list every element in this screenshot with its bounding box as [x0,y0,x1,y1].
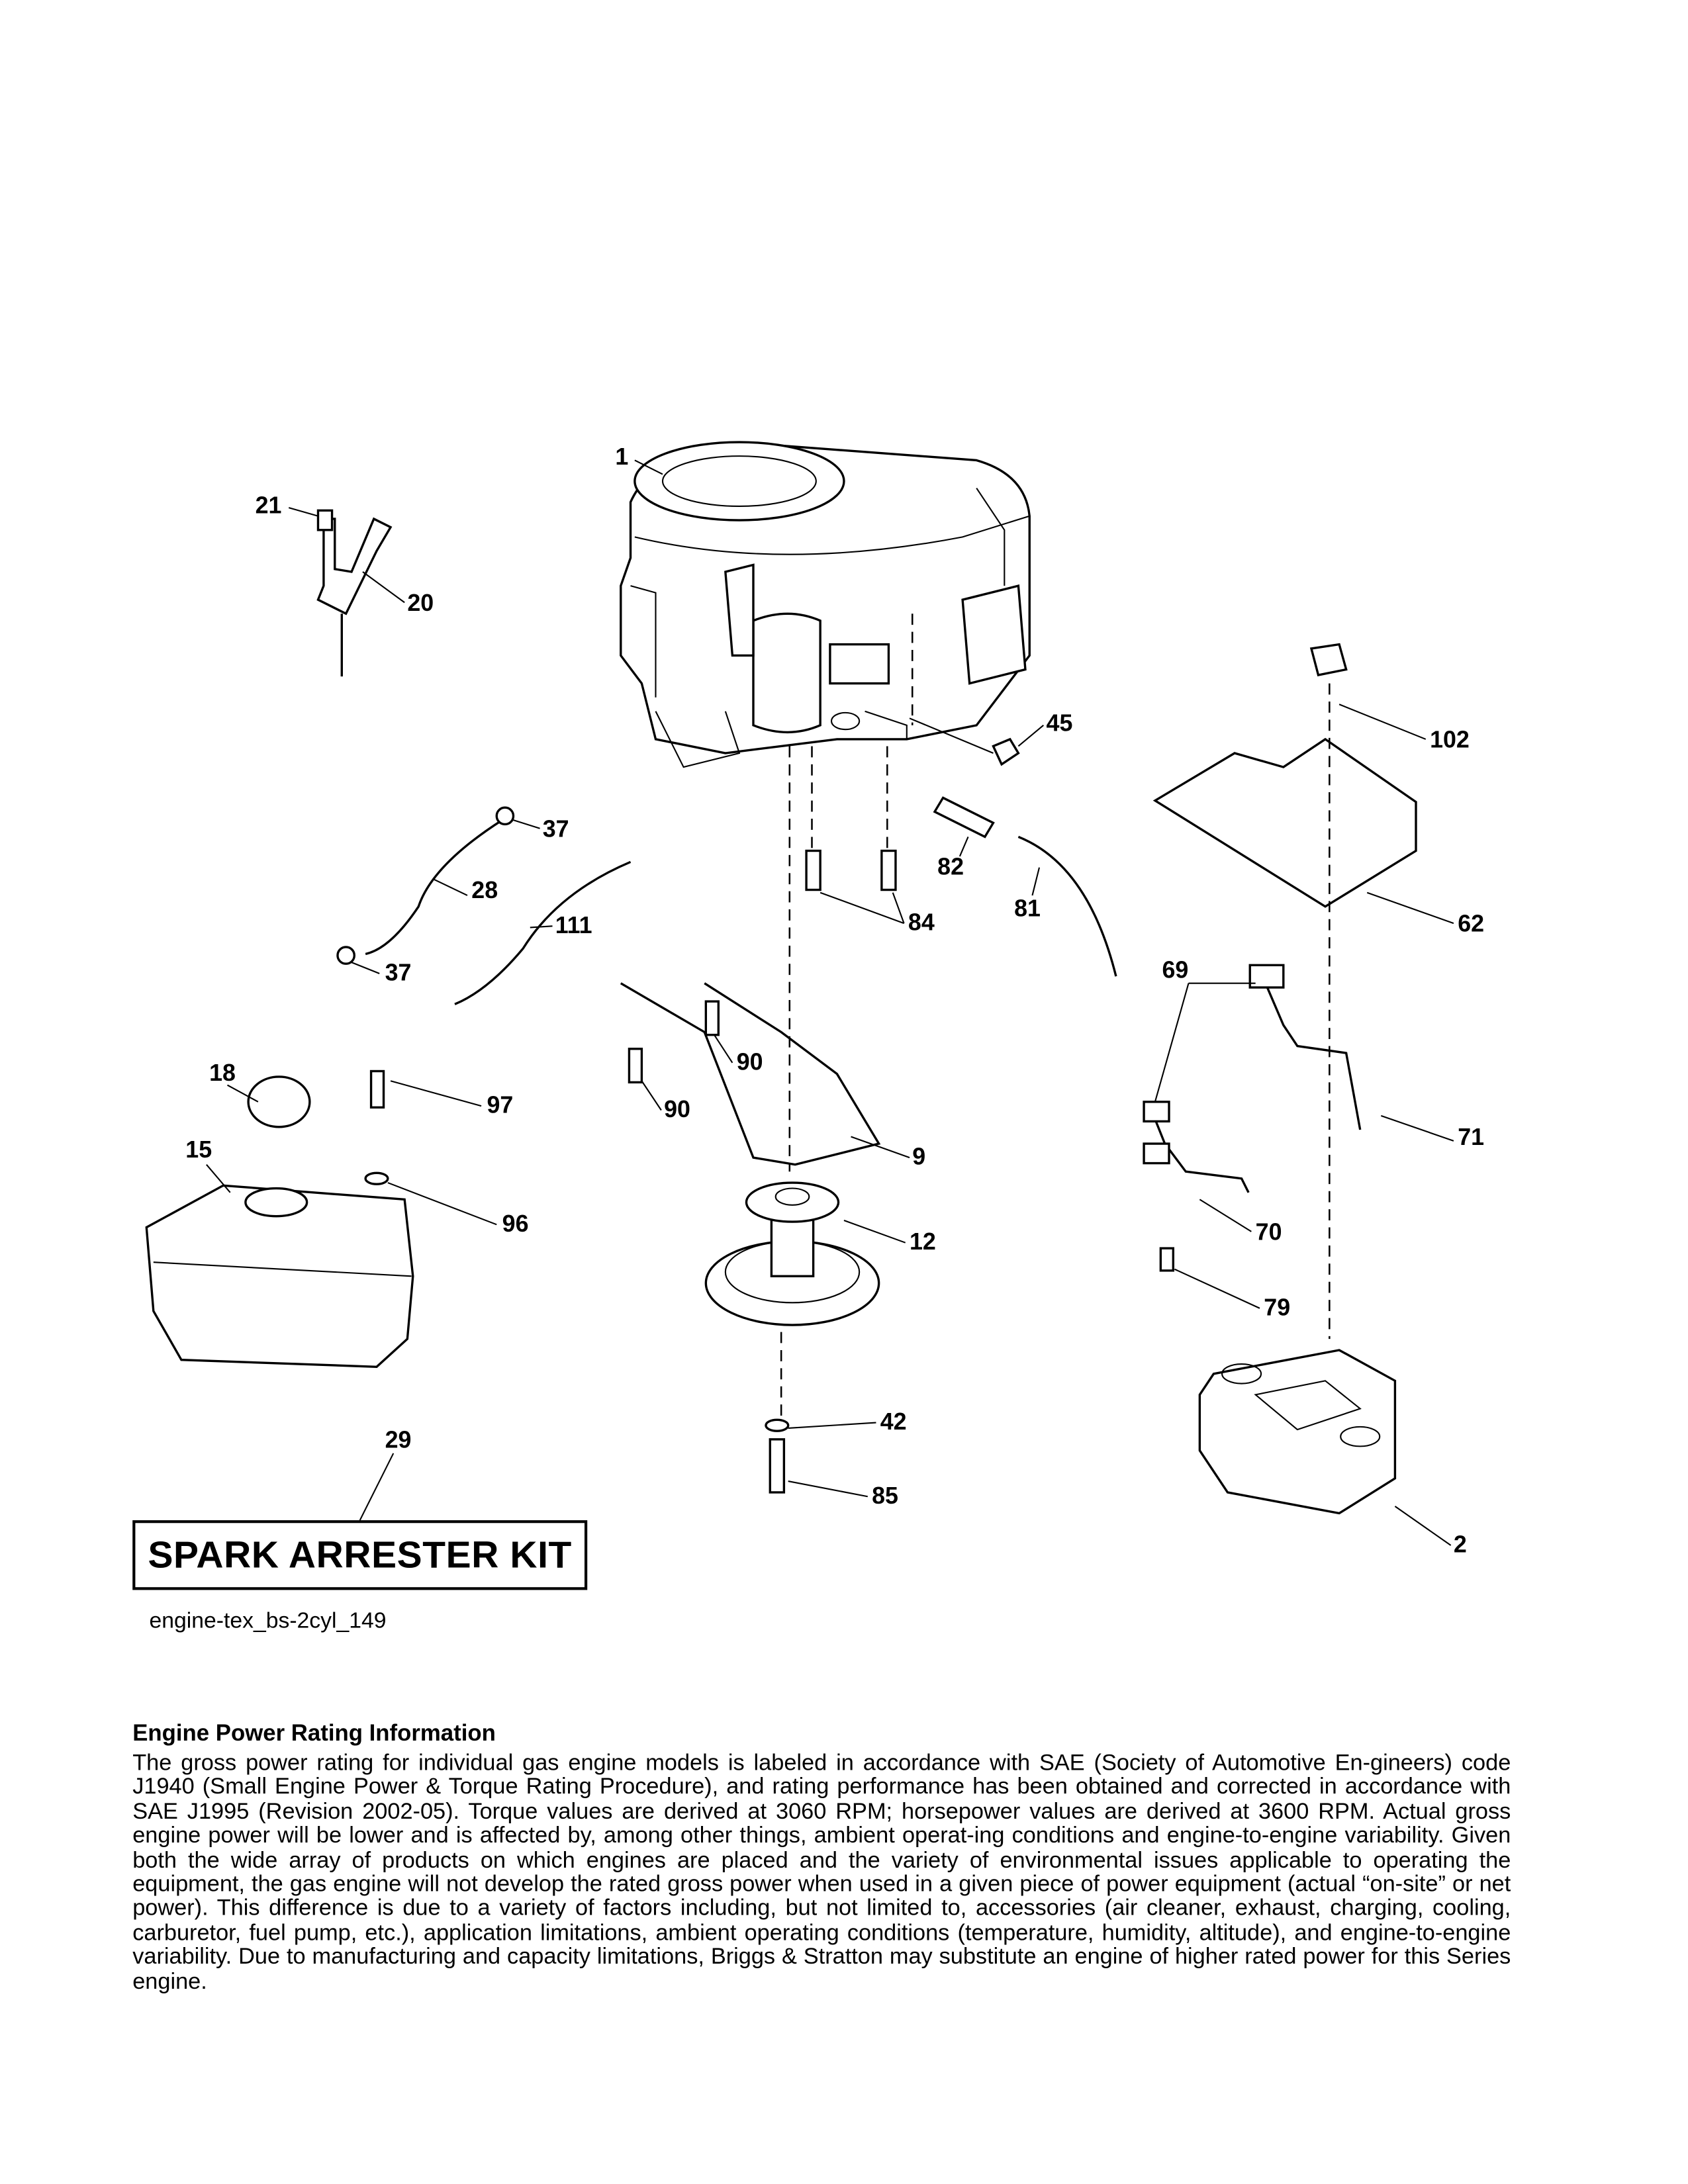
hose-clamp-37 [495,806,515,826]
washer-96 [364,1171,389,1185]
callout-102: 102 [1430,727,1470,753]
callout-71: 71 [1458,1124,1484,1150]
exhaust-pipe-70 [1150,1108,1250,1193]
callout-90: 90 [664,1096,690,1122]
diagram-reference-id: engine-tex_bs-2cyl_149 [149,1609,387,1633]
engine-part-1 [620,441,1031,768]
callout-42: 42 [880,1408,907,1435]
callout-21: 21 [256,492,282,519]
callout-90: 90 [737,1048,763,1075]
callout-29: 29 [385,1426,412,1453]
callout-37: 37 [385,960,412,986]
callout-1: 1 [615,443,628,470]
engine-power-rating-heading: Engine Power Rating Information [132,1721,496,1747]
bolt-85 [769,1438,786,1494]
nut-45 [992,737,1020,766]
callout-37: 37 [543,815,569,842]
callout-81: 81 [1014,895,1041,922]
callout-20: 20 [407,590,434,616]
heat-shield-62 [1152,737,1417,908]
gasket-69 [1143,1142,1170,1165]
muffler-2 [1198,1349,1397,1515]
screw-97 [369,1069,385,1109]
callout-28: 28 [471,877,498,903]
bolt-90 [704,1000,720,1036]
callout-9: 9 [912,1144,925,1170]
hose-81 [1017,835,1117,977]
fuel-hose-28 [365,819,503,956]
gasket-69 [1143,1101,1170,1123]
callout-62: 62 [1458,911,1484,937]
callout-69: 69 [1162,956,1188,983]
callout-82: 82 [937,853,964,880]
callout-18: 18 [209,1060,236,1086]
fuel-hose-111 [454,860,632,1005]
callout-15: 15 [185,1136,212,1163]
callout-85: 85 [872,1482,898,1509]
fitting-82 [933,796,995,839]
bolt-84 [805,849,821,891]
spark-arrester-kit-label: SPARK ARRESTER KIT [132,1520,588,1590]
leader-lines [206,459,1454,1546]
callout-97: 97 [487,1092,513,1118]
bracket-9 [620,982,881,1166]
fuel-cap-18 [247,1075,311,1128]
bolt-90 [628,1048,643,1084]
hose-clamp-37 [336,946,355,965]
callout-2: 2 [1454,1531,1467,1558]
fuel-tank-15 [145,1184,414,1368]
callout-79: 79 [1264,1294,1290,1320]
bolt-79 [1159,1247,1175,1272]
gasket-69 [1248,964,1285,989]
callout-45: 45 [1047,709,1073,736]
callout-70: 70 [1256,1218,1282,1245]
callout-96: 96 [502,1210,529,1237]
throttle-control-part-20 [316,509,393,677]
knob-102 [1309,643,1348,676]
exhaust-pipe-71 [1261,976,1362,1130]
callout-84: 84 [908,909,935,936]
engine-power-rating-text: The gross power rating for individual ga… [132,1750,1511,1994]
bolt-84 [880,849,897,891]
washer-42 [765,1418,790,1432]
pulley-12 [704,1181,880,1326]
callout-111: 111 [555,912,592,938]
callout-12: 12 [910,1228,936,1255]
